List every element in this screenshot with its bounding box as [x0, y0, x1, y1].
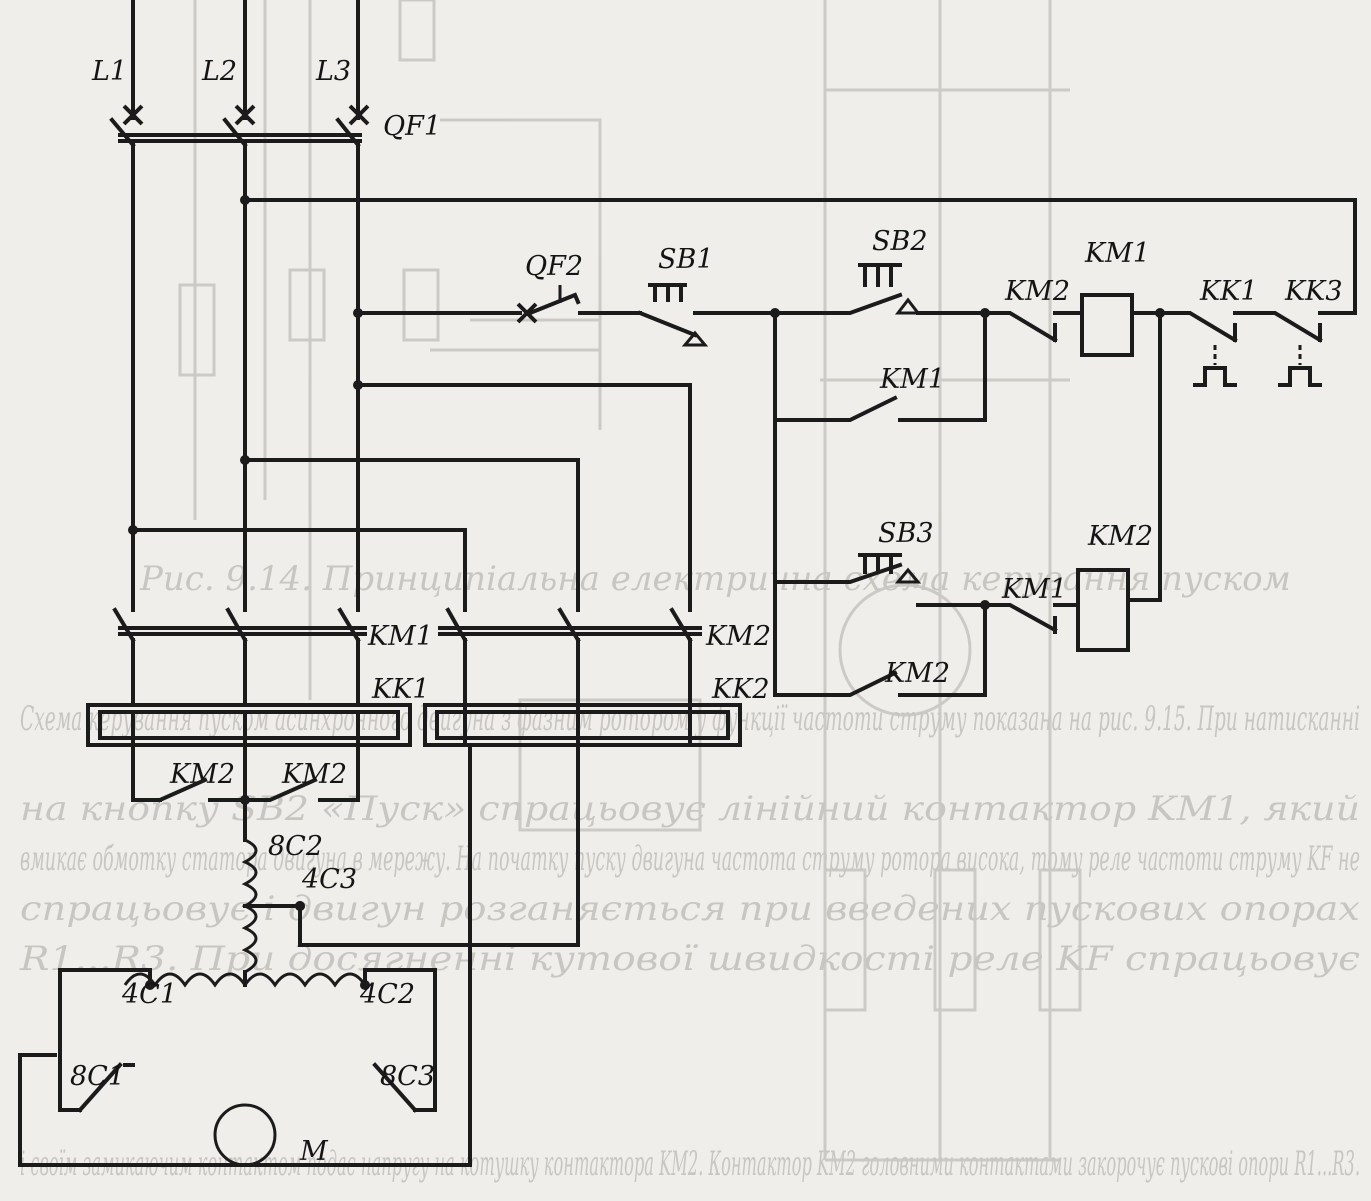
km2-interlock-contact [983, 311, 1084, 343]
kk2-thermal-element [423, 703, 742, 747]
bleed-text-line-1: Рис. 9.14. Принципіальна електрична схем… [139, 559, 1291, 599]
label-qf2: QF2 [525, 251, 583, 282]
label-qf1: QF1 [383, 111, 441, 142]
label-km2-short-b: KM2 [281, 759, 347, 790]
km1-coil [1080, 293, 1134, 357]
label-km1-coil: KM1 [1084, 238, 1150, 269]
label-km2-hold2: KM2 [884, 658, 950, 689]
label-sb1: SB1 [658, 244, 714, 275]
label-km2-coil: KM2 [1087, 521, 1153, 552]
kk1-thermal-element [86, 703, 412, 747]
bleed-text-line-3: на кнопку SB2 «Пуск» спрацьовує лінійний… [20, 789, 1360, 829]
bleed-text-line-5: спрацьовує і двигун розганяється при вве… [20, 889, 1360, 929]
label-kk1-heater: KK1 [371, 674, 430, 705]
km1-main-contacts [112, 598, 367, 704]
label-l1: L1 [91, 56, 127, 87]
kk1-overload-contact [1158, 311, 1238, 387]
label-8c3: 8C3 [380, 1061, 435, 1092]
label-kk2-heater: KK2 [711, 674, 770, 705]
label-l2: L2 [201, 56, 237, 87]
km2-hold-contact [773, 603, 987, 697]
label-kk1: KK1 [1199, 276, 1258, 307]
label-sb2: SB2 [872, 226, 928, 257]
label-kk3: KK3 [1284, 276, 1343, 307]
km1-interlock-contact [983, 603, 1080, 634]
sb2-start-button[interactable] [773, 263, 987, 315]
control-circuit [243, 198, 1357, 697]
motor-windings [58, 743, 580, 1113]
bleed-text-line-4: вмикає обмотку статора двигуна в мережу.… [20, 839, 1360, 879]
label-l3: L3 [315, 56, 351, 87]
motor-symbol [18, 743, 472, 1167]
km2-main-contacts [438, 598, 702, 712]
label-km1-interlock: KM1 [1001, 574, 1067, 605]
sb1-stop-button[interactable] [637, 283, 777, 347]
label-4c1: 4C1 [121, 979, 177, 1010]
label-8c2: 8C2 [268, 831, 323, 862]
label-km1-hold: KM1 [879, 364, 945, 395]
label-4c3: 4C3 [301, 864, 357, 895]
sb3-button[interactable] [773, 553, 987, 607]
label-8c1: 8C1 [70, 1061, 125, 1092]
power-circuit [18, 0, 742, 1167]
labels: L1 L2 L3 QF1 QF2 SB1 SB2 KM2 KM1 KK1 KK3… [70, 56, 1343, 1167]
bleed-text-line-6: R1...R3. При досягненні кутової швидкост… [19, 939, 1360, 979]
label-km2-main: KM2 [705, 621, 771, 652]
label-km2-short-a: KM2 [169, 759, 235, 790]
label-km1-main: KM1 [367, 621, 433, 652]
label-motor: M [299, 1136, 329, 1167]
km2-coil [1076, 568, 1130, 652]
kk3-overload-contact [1233, 311, 1357, 387]
label-4c2: 4C2 [359, 979, 415, 1010]
label-km2-hold: KM2 [1004, 276, 1070, 307]
qf1-breaker [109, 104, 370, 148]
label-sb3: SB3 [878, 518, 934, 549]
